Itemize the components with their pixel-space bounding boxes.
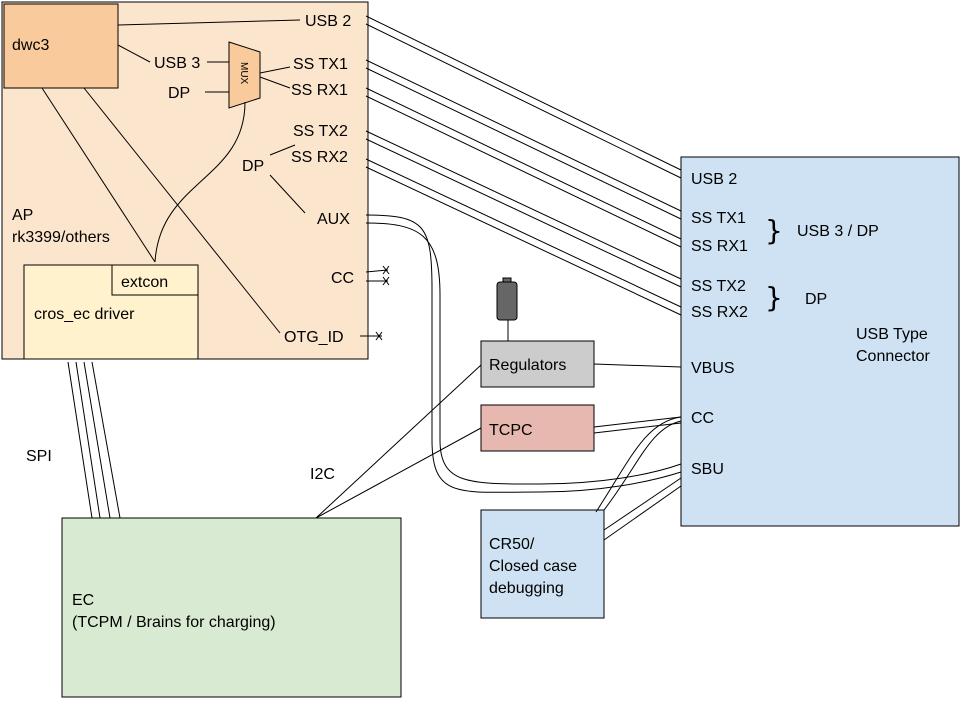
regulators-block: [480, 340, 595, 388]
spi-bus: [67, 361, 121, 519]
cr50-block: [480, 509, 605, 619]
ap-aux-label: AUX: [317, 211, 350, 228]
connector-subtitle: Connector: [856, 348, 930, 365]
ap-subtitle: rk3399/others: [12, 229, 110, 246]
x-terminator-icon: [360, 265, 390, 341]
mux-shape: [228, 41, 261, 109]
ss-tx1-bus: [365, 59, 682, 220]
ap-otg-id-label: OTG_ID: [284, 329, 344, 346]
conn-usb2-label: USB 2: [691, 171, 737, 188]
usb2-bus: [365, 15, 682, 179]
dwc3-label: dwc3: [12, 37, 49, 54]
cros-ec-driver-label: cros_ec driver: [34, 306, 135, 323]
ap-dp-label: DP: [168, 85, 190, 102]
ss-tx2-bus: [365, 130, 682, 288]
conn-vbus-label: VBUS: [691, 360, 735, 377]
ss-rx1-bus: [365, 87, 682, 248]
conn-ss-tx1-label: SS TX1: [691, 210, 746, 227]
ec-block: [61, 517, 402, 698]
ss-rx2-bus: [365, 158, 682, 316]
power-and-cc-wires: [507, 320, 682, 541]
conn-group2-label: DP: [805, 291, 827, 308]
conn-cc-label: CC: [691, 410, 714, 427]
battery-icon: [496, 277, 518, 321]
ap-ss-tx1-label: SS TX1: [293, 56, 348, 73]
cr50-label-line1: CR50/: [489, 536, 535, 553]
conn-sbu-label: SBU: [691, 461, 724, 478]
i2c-wires: [315, 364, 482, 519]
cr50-label-line2: Closed case: [489, 558, 577, 575]
ec-subtitle: (TCPM / Brains for charging): [72, 614, 276, 631]
ap-internal-wires: [41, 19, 306, 334]
mux-label: MUX: [238, 62, 249, 85]
ec-title: EC: [72, 592, 94, 609]
ap-ss-tx2-label: SS TX2: [293, 123, 348, 140]
ap-dp2-label: DP: [242, 158, 264, 175]
regulators-label: Regulators: [489, 357, 566, 374]
ap-title: AP: [12, 207, 33, 224]
i2c-label: I2C: [310, 466, 335, 483]
usb3-label: USB 3: [154, 55, 200, 72]
right-brace-icon: }: [765, 214, 783, 247]
extcon-label: extcon: [121, 274, 168, 291]
ap-ss-rx1-label: SS RX1: [291, 82, 348, 99]
tcpc-block: [480, 404, 595, 452]
ap-cc-label: CC: [331, 270, 354, 287]
ap-usb2-label: USB 2: [305, 13, 351, 30]
conn-ss-rx1-label: SS RX1: [691, 238, 748, 255]
conn-ss-tx2-label: SS TX2: [691, 278, 746, 295]
conn-ss-rx2-label: SS RX2: [691, 304, 748, 321]
conn-group1-label: USB 3 / DP: [797, 223, 879, 240]
connector-title: USB Type: [856, 326, 928, 343]
cr50-label-line3: debugging: [489, 580, 564, 597]
dwc3-block: [3, 3, 119, 89]
ap-ss-rx2-label: SS RX2: [291, 149, 348, 166]
usb-type-connector-block: [680, 156, 960, 527]
spi-label: SPI: [26, 448, 52, 465]
tcpc-label: TCPC: [489, 422, 533, 439]
extcon-block: [111, 264, 199, 296]
right-brace-icon: }: [765, 281, 783, 314]
